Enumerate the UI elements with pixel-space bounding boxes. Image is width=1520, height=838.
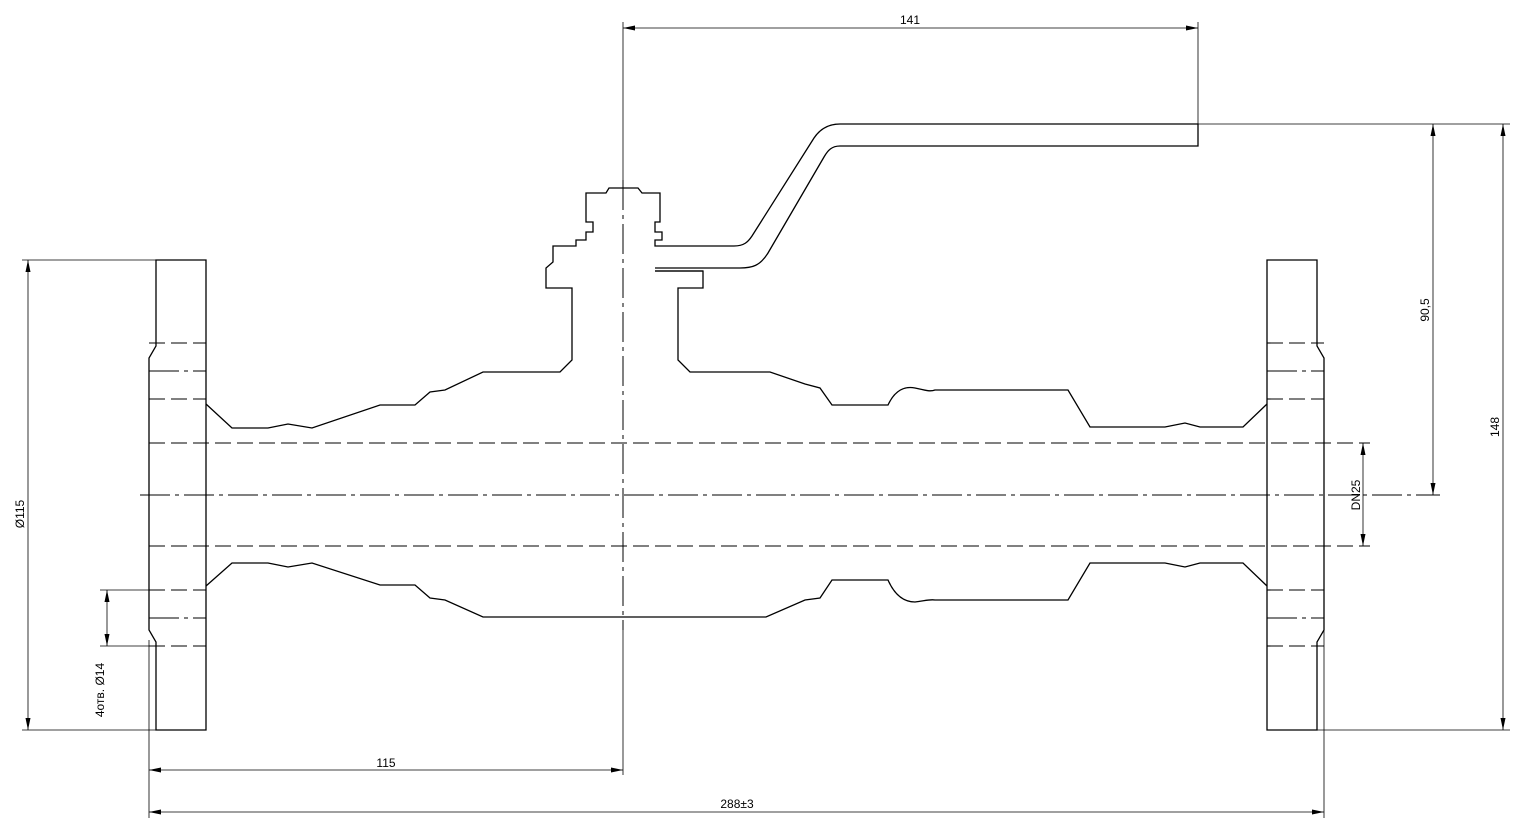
dim-height-to-handle: 90,5 [1198, 123, 1510, 495]
body-bottom-outline [205, 562, 1268, 618]
dim-holes-text: 4отв. Ø14 [93, 663, 107, 718]
dim-flange-diameter-text: Ø115 [13, 499, 27, 528]
dim-nominal-diameter-text: DN25 [1349, 479, 1363, 510]
dim-handle-length: 141 [622, 13, 1199, 180]
dim-face-to-center-text: 115 [376, 756, 395, 770]
bore [149, 442, 1370, 547]
dim-nominal-diameter: DN25 [1349, 443, 1366, 546]
dim-holes: 4отв. Ø14 [93, 589, 149, 718]
handle [655, 123, 1199, 272]
dim-height-to-handle-text: 90,5 [1418, 298, 1432, 322]
body-top-outline-right [655, 270, 1268, 428]
dim-overall-height-text: 148 [1488, 417, 1502, 437]
dim-overall-length-text: 288±3 [720, 797, 754, 811]
dim-face-to-center: 115 [148, 630, 624, 818]
left-flange [148, 259, 207, 731]
dim-overall-height: 148 [1317, 124, 1510, 731]
dim-overall-length: 288±3 [149, 630, 1325, 818]
dim-flange-diameter: Ø115 [13, 259, 156, 731]
dim-handle-length-text: 141 [900, 13, 920, 27]
body-top-outline [205, 187, 670, 429]
